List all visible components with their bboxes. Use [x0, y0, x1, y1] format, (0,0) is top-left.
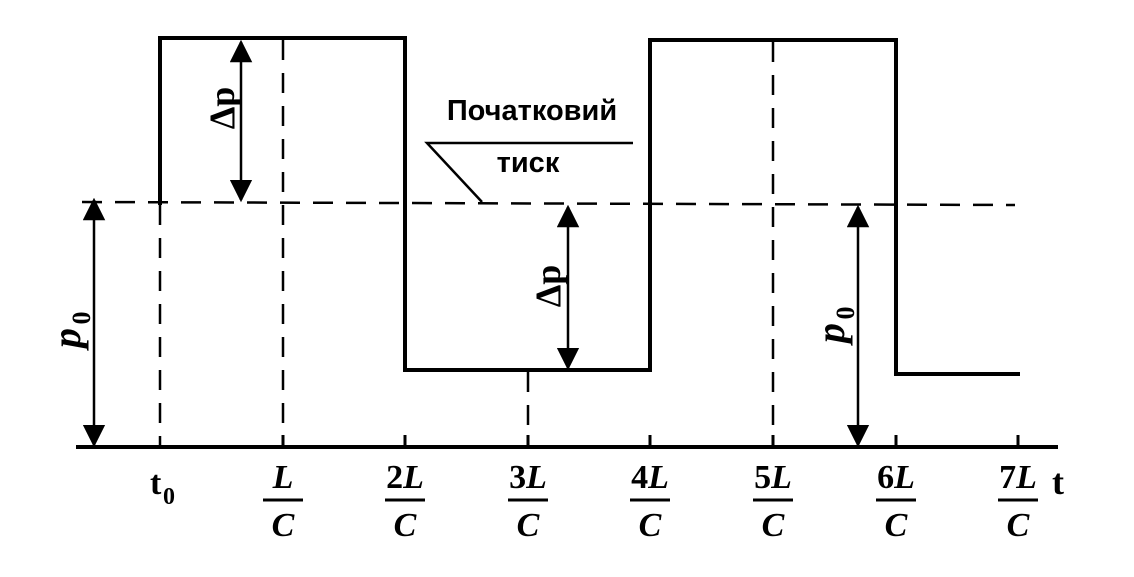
p-subscript: 0: [67, 312, 96, 325]
pressure-signal-line: [158, 36, 1020, 376]
initial-pressure-leader: [424, 141, 633, 203]
tick-label-fraction: 3L C: [508, 459, 548, 544]
t0-symbol: t: [150, 465, 162, 502]
tick-numerator: 4L: [631, 459, 669, 496]
p0-label-left: p 0: [44, 312, 96, 352]
t-axis-label: t: [1052, 462, 1064, 502]
p-subscript: 0: [831, 307, 860, 320]
delta-p-label-upper: Δp: [202, 87, 242, 130]
tick-denominator: C: [762, 507, 785, 544]
tick-label-fraction: LC: [263, 459, 303, 544]
tick-denominator: C: [639, 507, 662, 544]
tick-denominator: C: [272, 507, 295, 544]
tick-denominator: C: [885, 507, 908, 544]
tick-numerator: 2L: [386, 459, 424, 496]
tick-numerator: 6L: [877, 459, 915, 496]
initial-pressure-label-line1: Початковий: [447, 95, 617, 127]
tick-numerator: 3L: [509, 459, 547, 496]
tick-label-fraction: 2L C: [385, 459, 425, 544]
tick-numerator: 5L: [754, 459, 792, 496]
t0-label: t 0: [150, 465, 175, 510]
vertical-guides: [158, 40, 775, 445]
initial-pressure-level-line: [81, 200, 1016, 207]
tick-label-fraction: 7L C: [998, 459, 1038, 544]
tick-numerator: 7L: [999, 459, 1037, 496]
tick-denominator: C: [1007, 507, 1030, 544]
tick-label-fraction: 5L C: [753, 459, 793, 544]
tick-numerator: L: [272, 459, 294, 496]
p0-label-right: p 0: [808, 307, 860, 347]
tick-label-fraction: 4L C: [630, 459, 670, 544]
p-symbol: p: [808, 323, 853, 346]
tick-denominator: C: [394, 507, 417, 544]
delta-p-label-lower: Δp: [528, 265, 568, 308]
p-symbol: p: [44, 328, 89, 351]
tick-denominator: C: [517, 507, 540, 544]
t0-subscript: 0: [163, 484, 175, 510]
tick-label-fraction: 6L C: [876, 459, 916, 544]
initial-pressure-label-line2: тиск: [497, 147, 560, 179]
